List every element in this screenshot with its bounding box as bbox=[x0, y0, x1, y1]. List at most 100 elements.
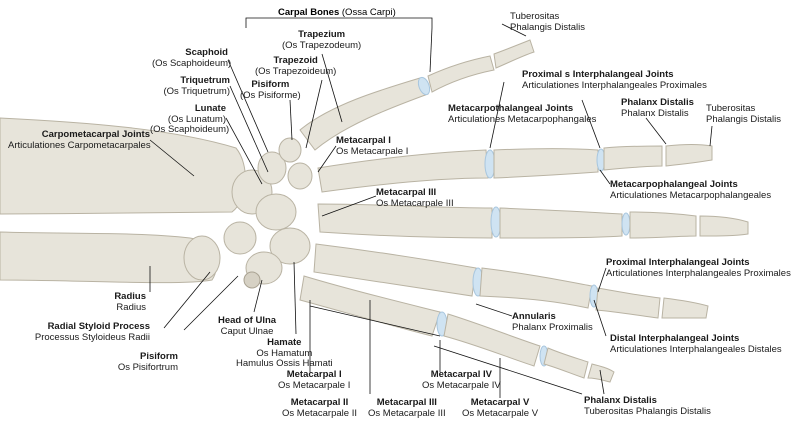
label-latin: Os Metacarpale V bbox=[462, 407, 539, 419]
label-latin: Os Pisifortrum bbox=[117, 361, 178, 373]
label-name: Proximal s Interphalangeal Joints bbox=[522, 69, 674, 80]
label-name: Hamate bbox=[267, 337, 302, 348]
label-latin: Hamulus Ossis Hamati bbox=[236, 358, 333, 369]
label-latin: Articulationes Interphalangeales Proxima… bbox=[606, 267, 791, 279]
label-line: Phalangis Distalis bbox=[706, 113, 781, 125]
index-finger-bones bbox=[317, 144, 713, 193]
label-metacarpothalangeal-joints: Metacarpothalangeal Joints Articulatione… bbox=[448, 103, 597, 125]
label-metacarpophalangeal-joints: Metacarpophalangeal Joints Articulatione… bbox=[610, 179, 772, 201]
label-trapezoid: Trapezoid (Os Trapezoideum) bbox=[255, 55, 337, 77]
label-latin: Os Metacarpale IV bbox=[422, 379, 501, 391]
label-latin: Os Metacarpale III bbox=[368, 407, 446, 419]
label-proximal-ip-top: Proximal s Interphalangeal Joints Articu… bbox=[522, 69, 707, 91]
label-line: Phalangis Distalis bbox=[510, 21, 585, 33]
heading-title: Carpal Bones bbox=[278, 7, 340, 18]
label-name: Metacarpal III bbox=[376, 397, 437, 408]
label-latin: Articulationes Metacarpophalangeales bbox=[610, 189, 772, 201]
label-line: Tuberositas bbox=[706, 103, 756, 114]
label-name: Pisiform bbox=[139, 351, 178, 362]
label-metacarpal-3-top: Metacarpal III Os Metacarpale III bbox=[376, 187, 454, 209]
label-lunate: Lunate (Os Lunatum) (Os Scaphoideum) bbox=[150, 103, 230, 136]
label-latin: Os Metacarpale II bbox=[282, 407, 357, 419]
label-trapezium: Trapezium (Os Trapezodeum) bbox=[282, 29, 362, 51]
label-name: Metacarpal IV bbox=[430, 369, 492, 380]
label-distal-ip-joints: Distal Interphalangeal Joints Articulati… bbox=[610, 333, 782, 355]
label-latin: Articulationes Interphalangeales Proxima… bbox=[522, 79, 707, 91]
ring-finger-bones bbox=[313, 243, 709, 319]
label-latin: Os Metacarpale III bbox=[376, 197, 454, 209]
label-triquetrum: Triquetrum (Os Triquetrum) bbox=[150, 75, 230, 97]
label-name: Proximal Interphalangeal Joints bbox=[606, 257, 750, 268]
label-name: Distal Interphalangeal Joints bbox=[610, 333, 740, 344]
thumb-bones bbox=[299, 39, 535, 151]
label-tuberositas-top: Tuberositas Phalangis Distalis bbox=[510, 11, 585, 33]
leader-lines bbox=[149, 17, 713, 398]
label-name: Radius bbox=[114, 291, 146, 302]
label-name: Radial Styloid Process bbox=[47, 321, 150, 332]
label-name: Head of Ulna bbox=[218, 315, 277, 326]
label-pisiform-bottom: Pisiform Os Pisifortrum bbox=[96, 351, 178, 373]
label-latin: Os Metacarpale I bbox=[278, 379, 351, 391]
label-name: Carpometacarpal Joints bbox=[41, 129, 150, 140]
label-latin: (Os Lunatum) bbox=[167, 113, 226, 125]
label-name: Metacarpal I bbox=[336, 135, 391, 146]
label-radial-styloid-process: Radial Styloid Process Processus Styloid… bbox=[8, 321, 150, 343]
label-latin: Os Metacarpale I bbox=[336, 145, 409, 157]
label-latin: Processus Styloideus Radii bbox=[34, 331, 150, 343]
label-latin: Os Hamatum bbox=[256, 347, 313, 359]
label-name: Scaphoid bbox=[185, 47, 228, 58]
label-latin: (Os Triquetrum) bbox=[163, 85, 230, 97]
label-name: Trapezoid bbox=[273, 55, 318, 66]
ulna-head bbox=[183, 235, 221, 281]
label-latin: (Os Trapezodeum) bbox=[282, 39, 362, 51]
label-name: Trapezium bbox=[298, 29, 346, 40]
label-latin: Articulationes Metacarpophangales bbox=[448, 113, 597, 125]
label-phalanx-distalis-bottom: Phalanx Distalis Tuberositas Phalangis D… bbox=[584, 395, 711, 417]
label-name: Phalanx Distalis bbox=[584, 395, 657, 406]
label-latin: (Os Pisiforme) bbox=[240, 89, 301, 101]
label-name: Metacarpothalangeal Joints bbox=[448, 103, 574, 114]
label-tuberositas-right: Tuberositas Phalangis Distalis bbox=[706, 103, 781, 125]
label-name: Metacarpal III bbox=[376, 187, 437, 198]
label-name: Phalanx Distalis bbox=[621, 97, 694, 108]
label-hamate: Hamate Os Hamatum Hamulus Ossis Hamati bbox=[236, 337, 333, 370]
label-metacarpal-5: Metacarpal V Os Metacarpale V bbox=[462, 397, 539, 419]
label-name: Metacarpal II bbox=[290, 397, 349, 408]
label-metacarpal-4: Metacarpal IV Os Metacarpale IV bbox=[422, 369, 501, 391]
label-latin: (Os Scaphoideum) bbox=[150, 124, 230, 135]
label-scaphoid: Scaphoid (Os Scaphoideum) bbox=[152, 47, 232, 69]
label-latin: (Os Scaphoideum) bbox=[152, 57, 232, 69]
label-latin: Phalanx Proximalis bbox=[512, 321, 593, 333]
label-line: Tuberositas bbox=[510, 11, 560, 22]
heading-latin: (Ossa Carpi) bbox=[341, 7, 396, 18]
label-phalanx-distalis-top: Phalanx Distalis Phalanx Distalis bbox=[621, 97, 694, 119]
label-metacarpal-3-bottom: Metacarpal III Os Metacarpale III bbox=[368, 397, 446, 419]
label-radius: Radius Radius bbox=[96, 291, 146, 313]
carpal-bones-heading: Carpal Bones (Ossa Carpi) bbox=[278, 7, 396, 18]
label-latin: Phalanx Distalis bbox=[621, 107, 689, 119]
carpal-bones bbox=[223, 137, 313, 289]
label-annularis: Annularis Phalanx Proximalis bbox=[512, 311, 593, 333]
label-metacarpal-1-top: Metacarpal I Os Metacarpale I bbox=[336, 135, 409, 157]
middle-finger-bones bbox=[317, 203, 749, 239]
label-name: Annularis bbox=[512, 311, 556, 322]
label-latin: Articulationes Interphalangeales Distale… bbox=[610, 343, 782, 355]
label-latin: (Os Trapezoideum) bbox=[255, 65, 337, 77]
label-name: Triquetrum bbox=[180, 75, 230, 86]
label-name: Lunate bbox=[194, 103, 226, 114]
label-name: Pisiform bbox=[251, 79, 290, 90]
label-latin: Radius bbox=[116, 301, 146, 313]
label-carpometacarpal-joints: Carpometacarpal Joints Articulationes Ca… bbox=[8, 129, 151, 151]
label-head-of-ulna: Head of Ulna Caput Ulnae bbox=[218, 315, 277, 337]
label-latin: Tuberositas Phalangis Distalis bbox=[584, 405, 711, 417]
label-metacarpal-2: Metacarpal II Os Metacarpale II bbox=[282, 397, 357, 419]
label-metacarpal-1-bottom: Metacarpal I Os Metacarpale I bbox=[278, 369, 351, 391]
label-name: Metacarpophalangeal Joints bbox=[610, 179, 738, 190]
label-proximal-ip-right: Proximal Interphalangeal Joints Articula… bbox=[606, 257, 791, 279]
label-name: Metacarpal I bbox=[286, 369, 342, 380]
label-latin: Articulationes Carpometacarpales bbox=[8, 139, 151, 151]
label-latin: Caput Ulnae bbox=[220, 325, 274, 337]
label-name: Metacarpal V bbox=[470, 397, 530, 408]
label-pisiform-top: Pisiform (Os Pisiforme) bbox=[240, 79, 301, 101]
